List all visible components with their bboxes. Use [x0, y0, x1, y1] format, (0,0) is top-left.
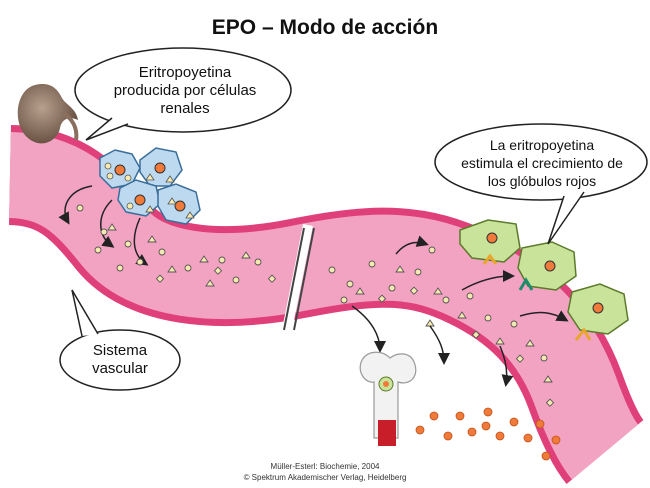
bone-marrow: [378, 420, 396, 446]
credit-line: © Spektrum Akademischer Verlag, Heidelbe…: [243, 473, 407, 482]
kidney-icon: [17, 84, 79, 144]
kidney-bubble-text: Eritropoyetina producida por células ren…: [90, 64, 280, 118]
vascular-bubble: [59, 289, 181, 391]
break-line-left: [283, 227, 305, 331]
kidney-bubble-line: renales: [160, 100, 210, 117]
red-blood-cells: [415, 407, 561, 461]
diagram-title: EPO – Modo de acción: [211, 16, 439, 39]
vascular-bubble-text: Sistema vascular: [70, 342, 170, 378]
blood-vessel: [7, 125, 645, 484]
flow-arrows: [351, 235, 569, 387]
growth-bubble: [434, 123, 648, 245]
growth-bubble-line: La eritropoyetina: [489, 137, 595, 153]
vascular-bubble-line: Sistema: [92, 342, 148, 359]
epo-molecules: [76, 204, 555, 407]
growth-bubble-line: estimula el crecimiento de: [461, 155, 623, 171]
kidney-bubble-line: producida por células: [113, 82, 257, 99]
bone-icon: [359, 351, 417, 446]
kidney-bubble-line: Eritropoyetina: [138, 64, 232, 81]
vascular-bubble-line: vascular: [92, 360, 148, 377]
growth-bubble-text: La eritropoyetina estimula el crecimient…: [437, 136, 647, 190]
kidney-bubble: [74, 47, 292, 141]
receptor-icon: [482, 253, 592, 341]
break-line-right: [293, 227, 315, 331]
vessel-break: [283, 224, 313, 326]
growth-bubble-line: los glóbulos rojos: [487, 173, 597, 189]
credit-line: Müller-Esterl: Biochemie, 2004: [270, 462, 380, 471]
